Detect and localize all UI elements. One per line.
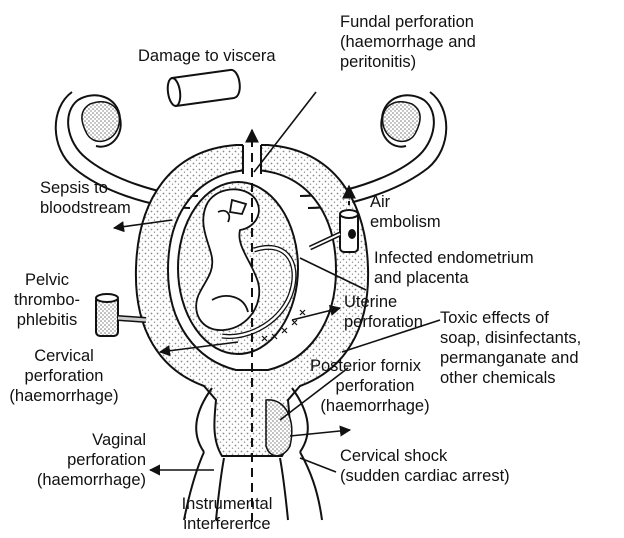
- label-infected-endometrium-line1: Infected endometrium: [374, 248, 534, 268]
- ovary-left: [82, 102, 119, 142]
- label-fundal-perforation-line3: peritonitis): [340, 52, 476, 72]
- label-vaginal-perforation-line3: (haemorrhage): [2, 470, 146, 490]
- label-pelvic-thrombophlebitis-line2: thrombo-: [6, 290, 88, 310]
- label-air-embolism-line1: Air: [370, 192, 441, 212]
- label-cervical-perforation-line3: (haemorrhage): [8, 386, 120, 406]
- label-cervical-perforation-line2: perforation: [8, 366, 120, 386]
- label-uterine-perforation-line1: Uterine: [344, 292, 423, 312]
- label-toxic-effects-line3: permanganate and: [440, 348, 581, 368]
- label-cervical-shock-line1: Cervical shock: [340, 446, 510, 466]
- label-uterine-perforation: Uterine perforation: [344, 292, 423, 332]
- label-air-embolism-line2: embolism: [370, 212, 441, 232]
- viscera-icon: [166, 70, 240, 107]
- label-toxic-effects: Toxic effects of soap, disinfectants, pe…: [440, 308, 581, 388]
- label-vaginal-perforation-line2: perforation: [2, 450, 146, 470]
- label-infected-endometrium-line2: and placenta: [374, 268, 534, 288]
- label-fundal-perforation-line1: Fundal perforation: [340, 12, 476, 32]
- label-vaginal-perforation-line1: Vaginal: [2, 430, 146, 450]
- label-damage-to-viscera: Damage to viscera: [138, 46, 276, 66]
- label-sepsis: Sepsis to bloodstream: [40, 178, 131, 218]
- label-cervical-perforation: Cervical perforation (haemorrhage): [8, 346, 120, 406]
- label-instrumental-interference-line1: Instrumental: [172, 494, 282, 514]
- label-instrumental-interference: Instrumental interference: [172, 494, 282, 534]
- label-sepsis-line2: bloodstream: [40, 198, 131, 218]
- label-posterior-fornix-line2: perforation: [310, 376, 440, 396]
- label-posterior-fornix-line3: (haemorrhage): [310, 396, 440, 416]
- label-sepsis-line1: Sepsis to: [40, 178, 131, 198]
- label-posterior-fornix: Posterior fornix perforation (haemorrhag…: [310, 356, 440, 416]
- label-fundal-perforation: Fundal perforation (haemorrhage and peri…: [340, 12, 476, 72]
- label-infected-endometrium: Infected endometrium and placenta: [374, 248, 534, 288]
- label-vaginal-perforation: Vaginal perforation (haemorrhage): [2, 430, 146, 490]
- label-cervical-shock-line2: (sudden cardiac arrest): [340, 466, 510, 486]
- label-toxic-effects-line4: other chemicals: [440, 368, 581, 388]
- label-pelvic-thrombophlebitis-line3: phlebitis: [6, 310, 88, 330]
- label-fundal-perforation-line2: (haemorrhage and: [340, 32, 476, 52]
- label-posterior-fornix-line1: Posterior fornix: [310, 356, 440, 376]
- label-cervical-shock: Cervical shock (sudden cardiac arrest): [340, 446, 510, 486]
- label-pelvic-thrombophlebitis-line1: Pelvic: [6, 270, 88, 290]
- ovary-right: [383, 102, 420, 142]
- label-pelvic-thrombophlebitis: Pelvic thrombo- phlebitis: [6, 270, 88, 330]
- label-toxic-effects-line2: soap, disinfectants,: [440, 328, 581, 348]
- label-toxic-effects-line1: Toxic effects of: [440, 308, 581, 328]
- label-uterine-perforation-line2: perforation: [344, 312, 423, 332]
- label-air-embolism: Air embolism: [370, 192, 441, 232]
- label-instrumental-interference-line2: interference: [172, 514, 282, 534]
- label-cervical-perforation-line1: Cervical: [8, 346, 120, 366]
